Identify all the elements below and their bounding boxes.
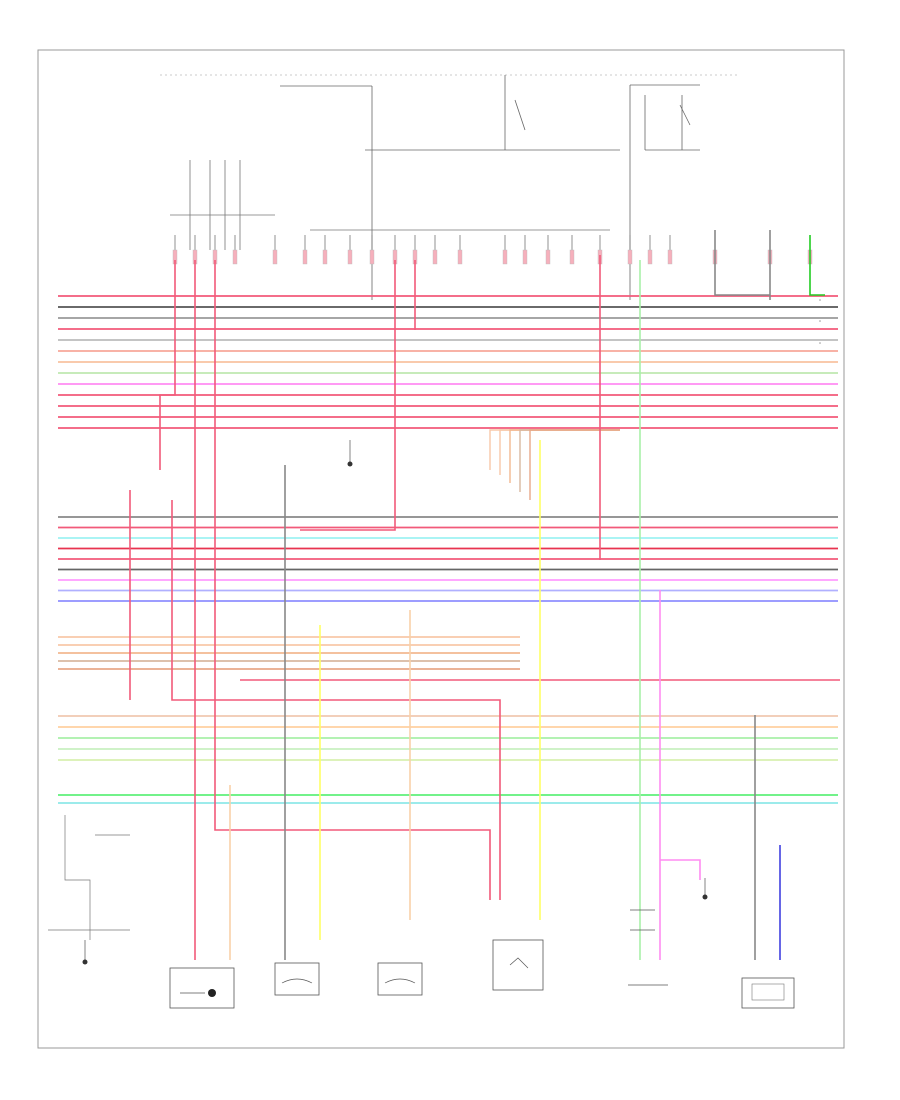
side-note [48, 815, 130, 940]
lower-harness [58, 715, 838, 761]
diagram-border [37, 49, 845, 1049]
component-switch-4 [492, 939, 544, 991]
junction-dot [819, 342, 821, 344]
upper-harness [58, 295, 838, 500]
connector-pin [457, 249, 463, 265]
middle-harness [58, 516, 838, 602]
connector-pin [302, 249, 308, 265]
connector-pin [667, 249, 673, 265]
component-sensor-2 [274, 962, 320, 996]
bottom-harness [58, 794, 838, 804]
vertical-connector-wires [129, 230, 840, 960]
connector-pin [369, 249, 375, 265]
junction-dot [819, 320, 821, 322]
component-sensor-5 [630, 909, 655, 931]
ground-symbol-left [82, 940, 88, 965]
connector-pin [502, 249, 508, 265]
orange-harness [58, 636, 520, 670]
left-feed-wires [170, 160, 610, 250]
ground-symbol-center [347, 440, 353, 467]
connector-pin [647, 249, 653, 265]
component-injector-1 [169, 967, 235, 1009]
branch-wire [529, 429, 620, 500]
connector-pin [627, 249, 633, 265]
junction-dot [819, 299, 821, 301]
fuse-block-top [280, 75, 700, 300]
connector-pin [522, 249, 528, 265]
ground-symbol-right [702, 878, 708, 900]
connector-pin [545, 249, 551, 265]
component-connector-9 [741, 977, 795, 1009]
connector-pin [322, 249, 328, 265]
branch-wire [499, 429, 620, 475]
branch-wire [519, 429, 620, 492]
connector-pin [347, 249, 353, 265]
fuse-stub-row [172, 235, 813, 265]
connector-pin [272, 249, 278, 265]
connector-pin [569, 249, 575, 265]
connector-pin [432, 249, 438, 265]
component-sensor-3 [377, 962, 423, 996]
branch-wire [509, 429, 620, 483]
connector-pin [232, 249, 238, 265]
